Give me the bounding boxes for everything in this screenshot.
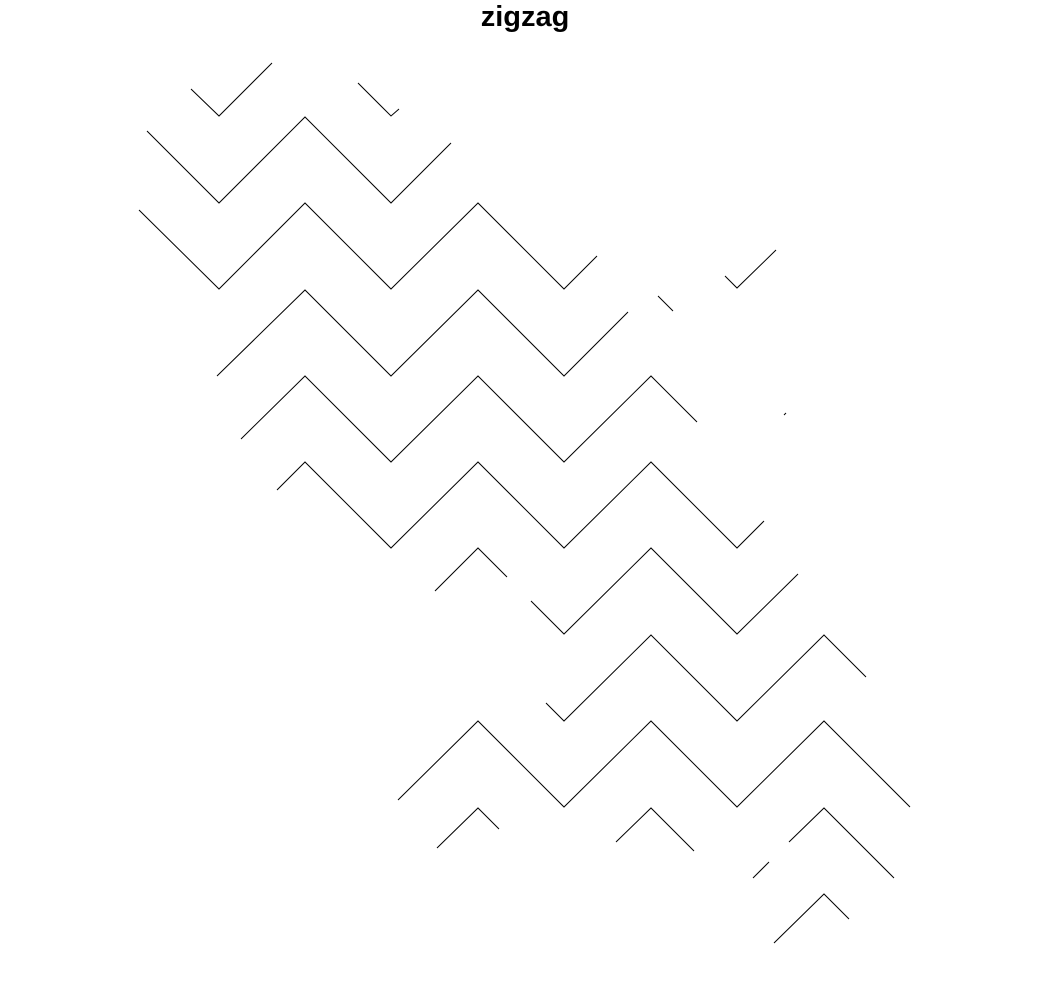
figure-title: zigzag <box>480 1 570 33</box>
zigzag-segment <box>773 893 850 944</box>
zigzag-segment <box>357 82 400 117</box>
zigzag-segment <box>545 634 867 722</box>
zigzag-segment <box>146 116 452 204</box>
zigzag-segment <box>724 249 777 289</box>
zigzag-segment <box>397 720 911 808</box>
zigzag-segment <box>788 807 895 879</box>
zigzag-segment <box>434 547 508 592</box>
zigzag-segment <box>436 807 500 849</box>
zigzag-segment <box>216 289 629 377</box>
zigzag-segment <box>615 807 695 852</box>
zigzag-segment <box>276 461 765 549</box>
zigzag-segment <box>783 412 787 416</box>
zigzag-segment <box>240 375 698 463</box>
zigzag-segment <box>190 62 273 117</box>
zigzag-segment <box>530 547 799 635</box>
zigzag-segment <box>657 295 674 312</box>
zigzag-segment <box>138 202 598 290</box>
zigzag-segment <box>752 861 770 879</box>
